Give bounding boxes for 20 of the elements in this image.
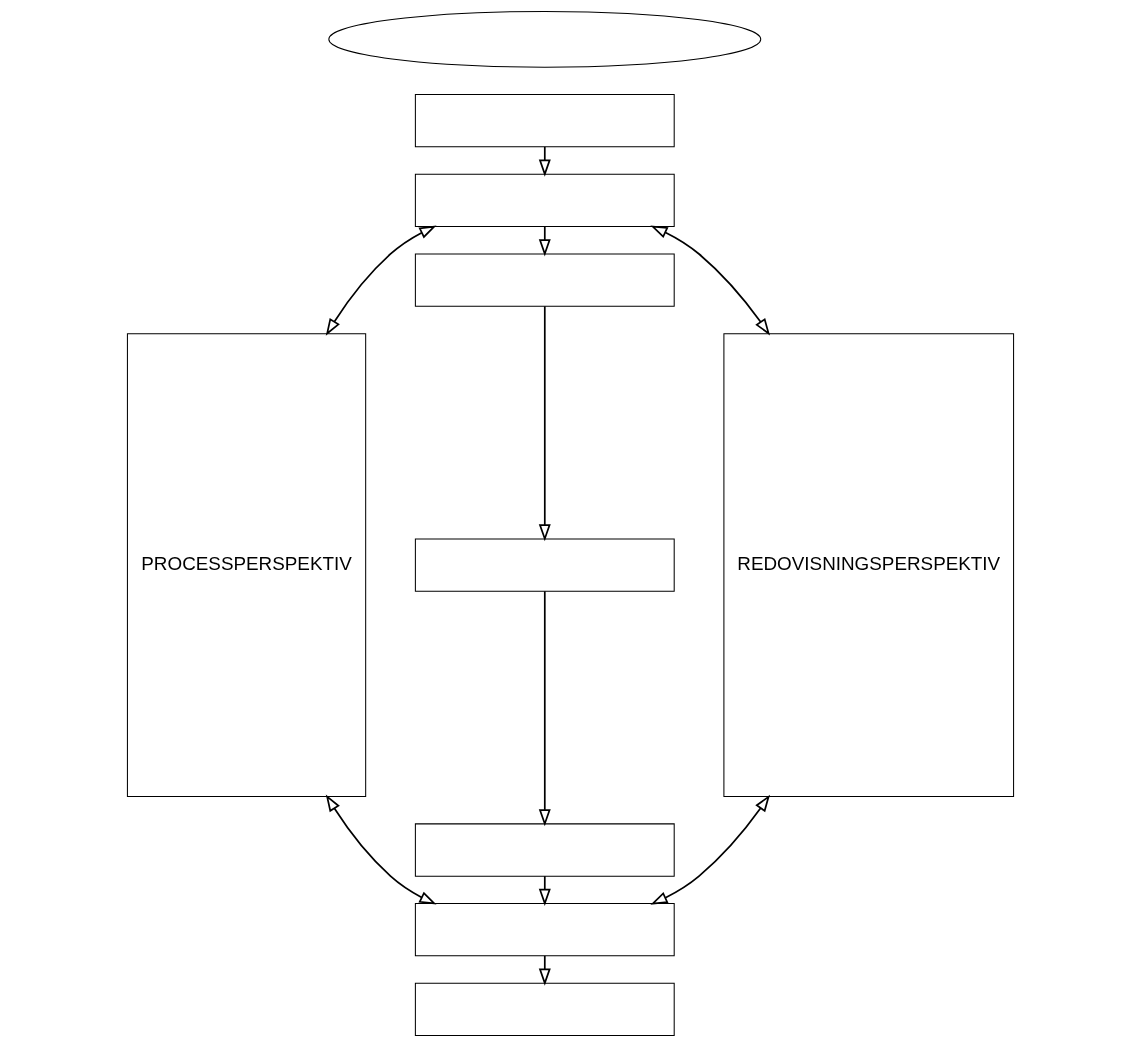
- arrow: [538, 875, 551, 906]
- arrow: [325, 794, 436, 905]
- arrow: [538, 225, 551, 257]
- arrow: [649, 794, 770, 905]
- arrow: [538, 590, 551, 827]
- node-ellipse: [327, 10, 761, 68]
- arrow: [538, 146, 551, 177]
- node-box: [414, 173, 675, 228]
- node-box: [414, 823, 675, 877]
- node-box: [414, 538, 675, 592]
- node-box: [414, 982, 675, 1037]
- arrow: [538, 305, 551, 542]
- arrow: [325, 225, 436, 336]
- node-box: REDOVISNINGSPERSPEKTIV: [722, 333, 1014, 797]
- node-box: [414, 903, 675, 957]
- arrow: [538, 955, 551, 986]
- arrow: [649, 225, 770, 336]
- node-box: [414, 94, 675, 148]
- node-box: [414, 253, 675, 307]
- node-box: PROCESSPERSPEKTIV: [126, 333, 366, 797]
